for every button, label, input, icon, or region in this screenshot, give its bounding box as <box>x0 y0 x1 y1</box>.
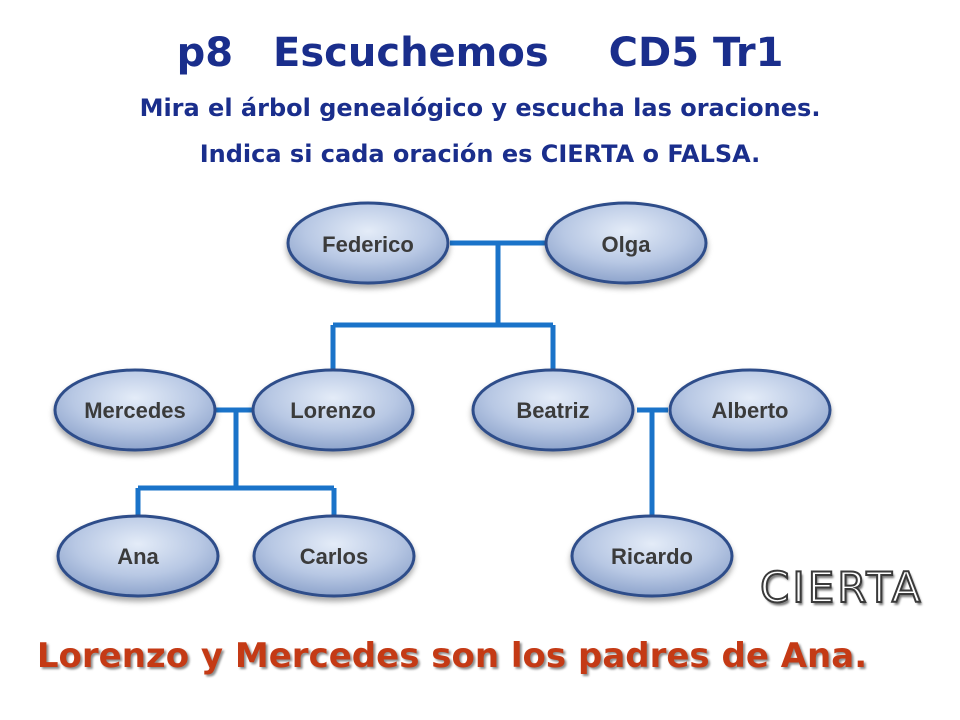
node-lorenzo: Lorenzo <box>251 368 415 452</box>
page-number: p8 <box>176 30 234 76</box>
label-beatriz: Beatriz <box>516 398 589 423</box>
instruction-line-1: Mira el árbol genealógico y escucha las … <box>139 94 821 122</box>
node-ana: Ana <box>56 514 220 598</box>
instruction-line-2: Indica si cada oración es CIERTA o FALSA… <box>199 140 761 168</box>
label-carlos: Carlos <box>300 544 368 569</box>
activity-title: Escuchemos <box>273 30 549 76</box>
audio-track: CD5 Tr1 <box>608 30 784 76</box>
page-title: p8 Escuchemos CD5 Tr1 <box>0 30 960 90</box>
node-alberto: Alberto <box>668 368 832 452</box>
answer-verdict: CIERTA <box>759 562 924 613</box>
node-ricardo: Ricardo <box>570 514 734 598</box>
tree-connectors <box>135 240 668 520</box>
node-mercedes: Mercedes <box>53 368 217 452</box>
label-lorenzo: Lorenzo <box>290 398 376 423</box>
label-mercedes: Mercedes <box>84 398 186 423</box>
node-federico: Federico <box>286 201 450 285</box>
node-carlos: Carlos <box>252 514 416 598</box>
label-ana: Ana <box>117 544 159 569</box>
node-olga: Olga <box>544 201 708 285</box>
label-olga: Olga <box>602 232 652 257</box>
label-alberto: Alberto <box>712 398 789 423</box>
label-ricardo: Ricardo <box>611 544 693 569</box>
node-beatriz: Beatriz <box>471 368 635 452</box>
label-federico: Federico <box>322 232 414 257</box>
answer-sentence: Lorenzo y Mercedes son los padres de Ana… <box>36 636 868 676</box>
